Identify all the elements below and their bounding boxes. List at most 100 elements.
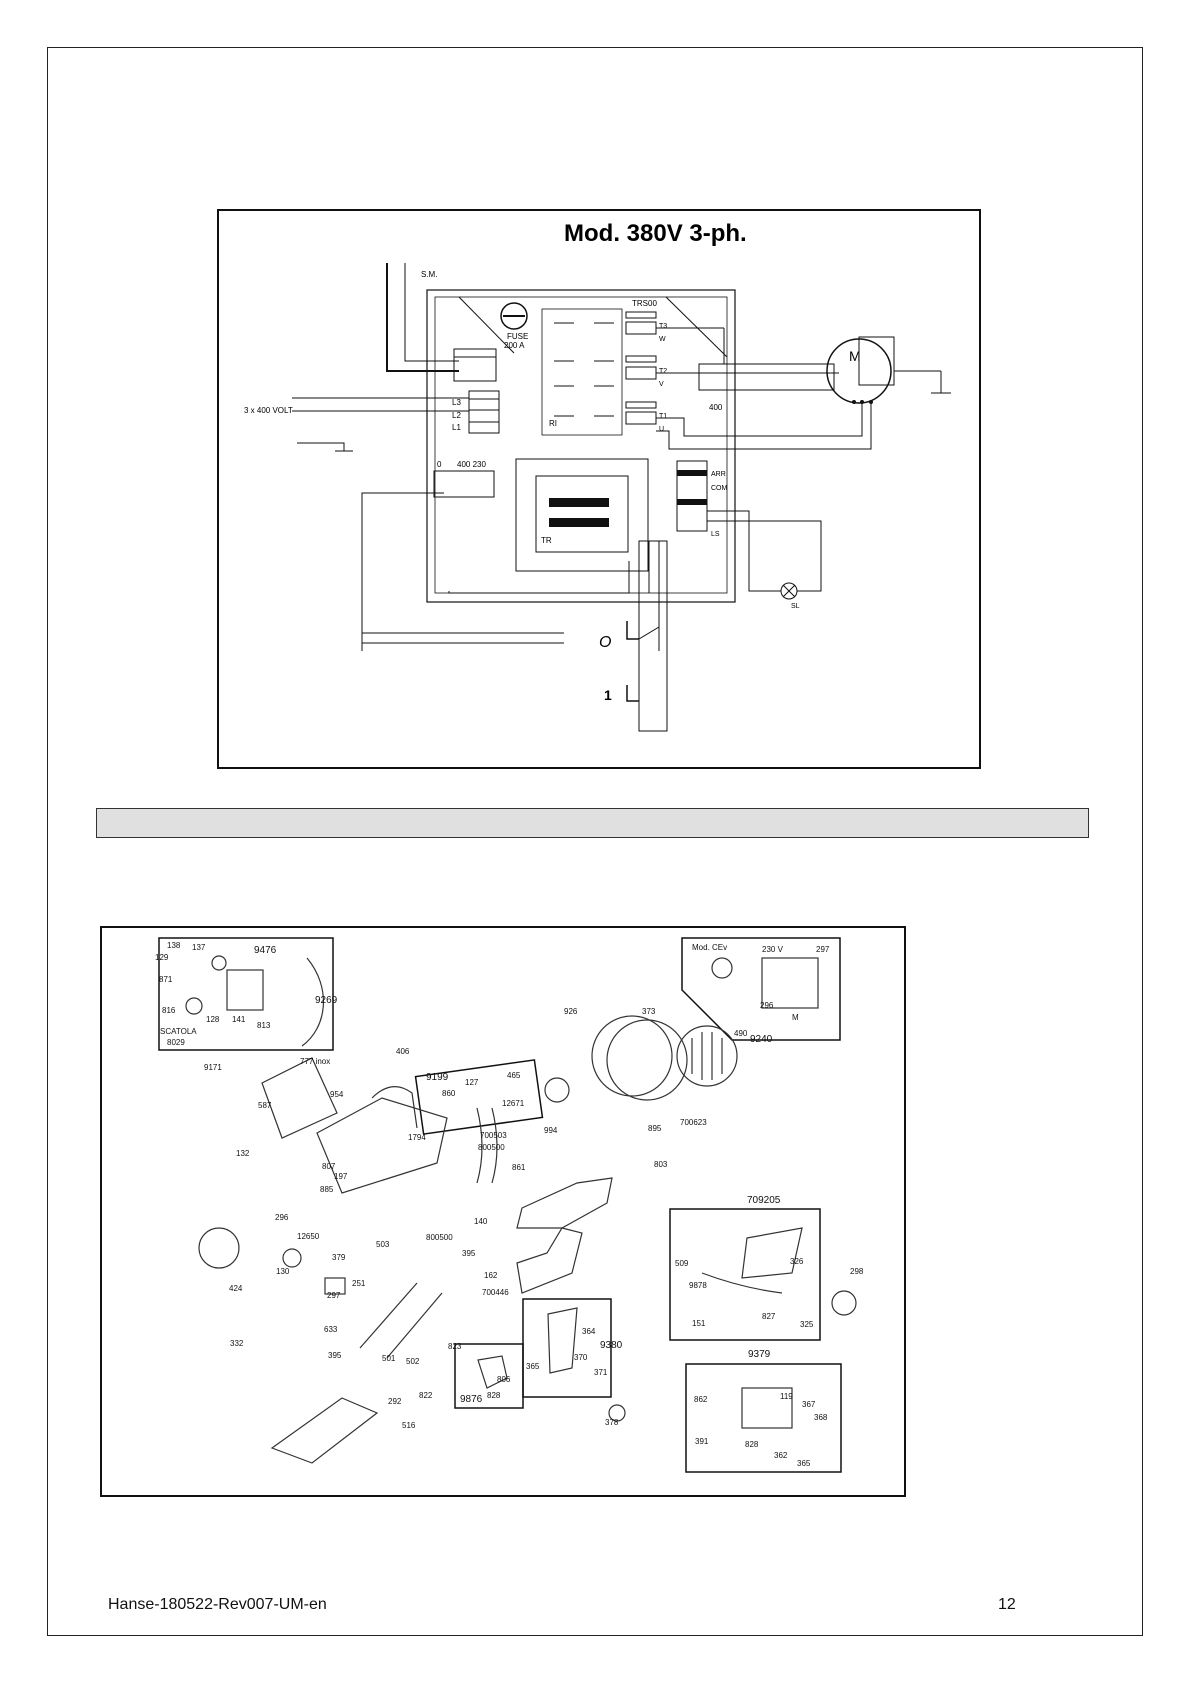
part-number-label: 326: [790, 1257, 804, 1266]
part-icon: [211, 955, 227, 971]
terminal-block: [453, 348, 497, 358]
label-arr: ARR: [711, 471, 726, 478]
terminal-t1: [625, 411, 657, 425]
part-number-label: 700623: [680, 1118, 707, 1127]
wire: [448, 561, 630, 594]
part-number-label: 370: [574, 1353, 588, 1362]
part-number-label: 368: [814, 1413, 828, 1422]
base-body-icon: [316, 1097, 448, 1194]
part-number-label: 364: [582, 1327, 596, 1336]
part-number-label: 823: [448, 1342, 462, 1351]
part-number-label: 362: [774, 1451, 788, 1460]
part-icon: [544, 1077, 570, 1103]
part-number-label: 129: [155, 953, 169, 962]
part-number-label: 861: [512, 1163, 526, 1172]
terminal-dot: [860, 400, 864, 404]
label-com: COM: [711, 485, 728, 492]
transformer-terminals: [433, 470, 495, 498]
footer-page-number: 12: [998, 1596, 1016, 1613]
wire: [707, 510, 781, 592]
motor-cable: [698, 363, 835, 391]
part-number-label: 700446: [482, 1288, 509, 1297]
wire: [361, 492, 444, 611]
part-number-label: 806: [497, 1375, 511, 1384]
terminal-dot: [852, 400, 856, 404]
part-number-label: 365: [797, 1459, 811, 1468]
part-number-label: 292: [388, 1397, 402, 1406]
label-l1: L1: [452, 423, 461, 432]
label-t2: T2: [659, 368, 667, 375]
part-number-label: 1794: [408, 1133, 426, 1142]
part-number-label: 587: [258, 1101, 272, 1110]
part-icon: [741, 1227, 803, 1279]
inset-cev: [681, 937, 841, 1041]
part-icon: [324, 1277, 346, 1295]
part-number-label: 509: [675, 1259, 689, 1268]
label-on: 1: [604, 687, 612, 703]
part-number-label: SCATOLA: [160, 1027, 197, 1036]
motor-housing: [858, 336, 895, 386]
label-w: W: [659, 336, 666, 343]
label-l3: L3: [452, 398, 461, 407]
trs-bar: [625, 311, 657, 319]
signal-lamp-icon: [780, 582, 798, 600]
label-supply: 3 x 400 VOLT: [244, 406, 293, 415]
part-number-label: 297: [327, 1291, 341, 1300]
part-sketches: [185, 955, 857, 1464]
part-number-label: 373: [642, 1007, 656, 1016]
footer-document-id: Hanse-180522-Rev007-UM-en: [108, 1596, 327, 1613]
label-fuse-rating: 200 A: [504, 341, 525, 350]
part-number-label: Mod. CEv: [692, 943, 727, 952]
carriage-icon: [261, 1057, 338, 1139]
transformer: [535, 475, 629, 553]
control-panel: [426, 289, 736, 603]
wiring-diagram-svg: Mod. 380V 3-ph. S.M. FUSE 200 A RI TRS00…: [244, 220, 951, 732]
part-number-label: 885: [320, 1185, 334, 1194]
part-number-label: 700503: [480, 1131, 507, 1140]
part-number-label: 503: [376, 1240, 390, 1249]
part-icon: [226, 969, 264, 1011]
label-motor: M: [849, 348, 861, 364]
part-number-label: 119: [780, 1392, 793, 1401]
part-number-label: 9876: [460, 1394, 483, 1405]
part-number-label: 807: [322, 1162, 336, 1171]
part-number-label: 296: [760, 1001, 774, 1010]
blade-guard-icon: [676, 1025, 738, 1087]
part-number-label: 490: [734, 1029, 748, 1038]
part-number-label: 828: [487, 1391, 501, 1400]
part-number-label: 132: [236, 1149, 250, 1158]
part-number-label: 8029: [167, 1038, 185, 1047]
wiring-title: Mod. 380V 3-ph.: [564, 220, 747, 247]
part-number-label: 379: [332, 1253, 346, 1262]
part-number-label: 325: [800, 1320, 814, 1329]
panel-diagonal: [665, 296, 728, 358]
part-number-label: 926: [564, 1007, 578, 1016]
part-number-label: 9269: [315, 995, 338, 1006]
terminal-bar: [625, 355, 657, 363]
part-number-label: 395: [462, 1249, 476, 1258]
part-icon: [831, 1290, 857, 1316]
part-number-label: 822: [419, 1391, 433, 1400]
part-number-label: 9379: [748, 1349, 771, 1360]
part-number-label: 298: [850, 1267, 864, 1276]
wire: [656, 400, 872, 450]
part-icon: [701, 1272, 783, 1294]
part-number-label: 12671: [502, 1099, 525, 1108]
part-icon: [711, 957, 733, 979]
transformer-core: [549, 518, 609, 527]
part-number-label: 371: [594, 1368, 608, 1377]
label-0: 0: [437, 460, 442, 469]
inset-709205: [669, 1208, 821, 1341]
relay-block: [541, 308, 623, 436]
part-icon: [371, 1086, 418, 1129]
part-number-label: 391: [695, 1437, 709, 1446]
terminal-bar: [625, 401, 657, 409]
stop-contact: [638, 626, 660, 640]
part-number-label: 137: [192, 943, 206, 952]
part-number-label: 827: [762, 1312, 776, 1321]
label-ri: RI: [549, 419, 557, 428]
part-number-label: 9380: [600, 1340, 623, 1351]
part-number-label: 365: [526, 1362, 540, 1371]
